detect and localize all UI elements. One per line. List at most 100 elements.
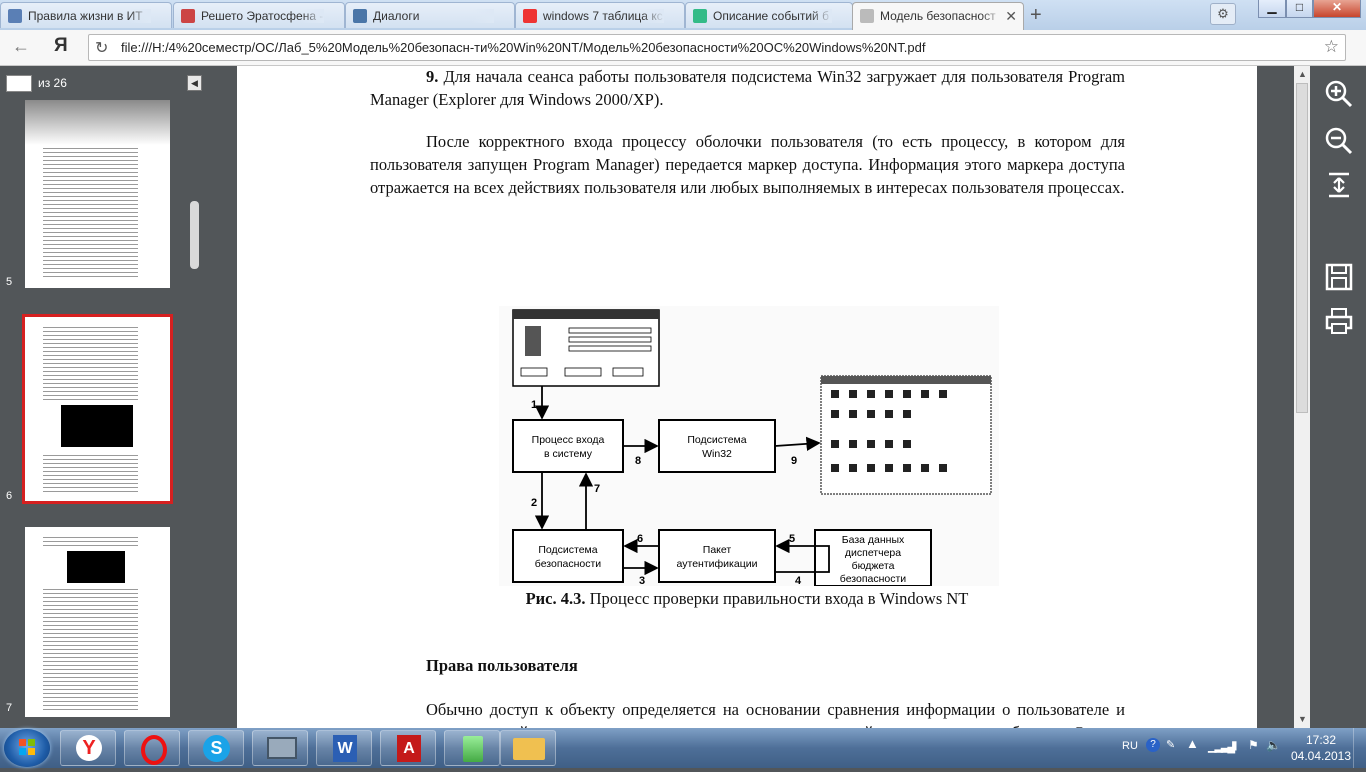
db-box-line1: База данных <box>842 534 905 546</box>
thumbnail-text-line <box>43 605 138 606</box>
thumbnail-text-line <box>43 637 138 638</box>
taskbar-yandex-browser[interactable]: Y <box>60 730 116 766</box>
clock[interactable]: 17:32 04.04.2013 <box>1286 732 1356 764</box>
print-icon[interactable] <box>1324 306 1354 336</box>
tab-title: windows 7 таблица кс <box>543 9 664 23</box>
reload-icon[interactable]: ↻ <box>95 40 109 57</box>
thumbnail-text-line <box>43 204 138 205</box>
tray-settings-icon[interactable]: ✎ <box>1166 739 1176 751</box>
thumbnail-text-line <box>43 256 138 257</box>
thumbnail-text-line <box>43 681 138 682</box>
arrow-label-7: 7 <box>594 483 600 495</box>
auth-package-box <box>658 529 776 583</box>
close-tab-icon[interactable]: ✕ <box>1005 8 1017 24</box>
computer-network-icon <box>267 737 297 759</box>
fit-page-icon[interactable] <box>1324 170 1354 200</box>
zoom-in-icon[interactable] <box>1324 79 1354 109</box>
thumbnail-text-line <box>43 617 138 618</box>
document-scrollbar[interactable]: ▲ ▼ <box>1294 66 1310 728</box>
bookmark-star-icon[interactable]: ☆ <box>1323 37 1339 56</box>
figure-caption: Рис. 4.3. Процесс проверки правильности … <box>437 589 1057 609</box>
back-arrow-icon[interactable]: ← <box>12 36 30 56</box>
taskbar-opera[interactable] <box>124 730 180 766</box>
tab-model-active[interactable]: Модель безопасност ✕ <box>852 2 1024 30</box>
program-manager-image <box>820 375 992 495</box>
start-button[interactable] <box>4 729 50 767</box>
thumbnail-page-5[interactable] <box>25 100 170 288</box>
thumbnail-text-line <box>43 383 138 384</box>
scroll-down-icon[interactable]: ▼ <box>1298 714 1307 724</box>
thumbnail-text-line <box>43 701 138 702</box>
page-number-input[interactable] <box>6 75 32 92</box>
help-icon[interactable]: ? <box>1146 738 1160 752</box>
program-icon <box>939 390 947 398</box>
save-icon[interactable] <box>1324 262 1354 292</box>
recycle-bin-icon <box>463 736 483 762</box>
db-box-line2: диспетчера <box>845 547 901 559</box>
program-icon <box>849 440 857 448</box>
taskbar-explorer[interactable] <box>500 730 556 766</box>
arrow-label-3: 3 <box>639 575 645 586</box>
arrow-label-4: 4 <box>795 575 802 586</box>
thumbnail-text-line <box>43 685 138 686</box>
address-bar[interactable]: ↻ file:///H:/4%20семестр/ОС/Лаб_5%20Моде… <box>88 34 1346 61</box>
win32-subsystem-box <box>658 419 776 473</box>
thumbnail-text-line <box>43 371 138 372</box>
collapse-sidebar-icon[interactable]: ◀ <box>187 75 202 91</box>
thumbnail-text-line <box>43 689 138 690</box>
pdf-tools-column <box>1310 66 1366 728</box>
taskbar-skype[interactable]: S <box>188 730 244 766</box>
scroll-up-icon[interactable]: ▲ <box>1298 69 1307 79</box>
language-indicator[interactable]: RU <box>1122 740 1138 752</box>
win32-box-line2: Win32 <box>702 448 732 460</box>
zoom-out-icon[interactable] <box>1324 126 1354 156</box>
taskbar-green-app[interactable] <box>444 730 500 766</box>
volume-icon[interactable]: 🔈 <box>1266 738 1281 752</box>
taskbar-word[interactable]: W <box>316 730 372 766</box>
thumbnail-text-line <box>43 669 138 670</box>
thumbnail-text-line <box>43 196 138 197</box>
tab-pravila[interactable]: Правила жизни в ИТ <box>0 2 172 28</box>
maximize-button[interactable]: □ <box>1286 0 1313 18</box>
login-process-box <box>512 419 624 473</box>
yandex-button[interactable]: Я <box>54 35 68 56</box>
thumbnail-text-line <box>43 331 138 332</box>
pdf-document-view: 9. Для начала сеанса работы пользователя… <box>213 66 1294 728</box>
program-icon <box>885 390 893 398</box>
show-hidden-icons-icon[interactable]: ▲ <box>1186 736 1199 751</box>
tab-windows7[interactable]: windows 7 таблица кс <box>515 2 685 28</box>
thumbnail-page-7[interactable] <box>25 527 170 717</box>
scroll-thumb[interactable] <box>1296 83 1308 413</box>
tab-resheto[interactable]: Решето Эратосфена - <box>173 2 345 28</box>
taskbar-acrobat[interactable]: A <box>380 730 436 766</box>
close-window-button[interactable]: ✕ <box>1313 0 1361 18</box>
tab-opisanie[interactable]: Описание событий б <box>685 2 853 28</box>
settings-gear-icon[interactable]: ⚙ <box>1210 3 1236 25</box>
thumbnail-page-6[interactable] <box>22 314 173 504</box>
favicon-icon <box>693 9 707 23</box>
signal-bars-icon[interactable]: ▁▂▃▄ <box>1208 741 1235 753</box>
pdf-page: 9. Для начала сеанса работы пользователя… <box>237 66 1257 728</box>
address-toolbar: ← Я ↻ file:///H:/4%20семестр/ОС/Лаб_5%20… <box>0 30 1366 66</box>
show-desktop-button[interactable] <box>1353 728 1366 768</box>
thumbnail-text-line <box>43 220 138 221</box>
thumbnail-text-line <box>43 653 138 654</box>
battery-icon[interactable]: ▮ <box>1231 738 1238 752</box>
thumbnail-text-line <box>43 148 138 149</box>
paragraph-user-rights: Обычно доступ к объекту определяется на … <box>370 700 1125 728</box>
tab-dialogi[interactable]: Диалоги <box>345 2 515 28</box>
thumbnail-text-line <box>43 272 138 273</box>
thumbnail-text-line <box>43 467 138 468</box>
thumbnail-text-line <box>43 645 138 646</box>
url-text[interactable]: file:///H:/4%20семестр/ОС/Лаб_5%20Модель… <box>121 40 926 55</box>
new-tab-button[interactable]: + <box>1030 4 1042 26</box>
program-icon <box>831 440 839 448</box>
thumbnail-text-line <box>43 335 138 336</box>
paragraph-text: Для начала сеанса работы пользователя по… <box>370 67 1126 109</box>
sidebar-scrollbar[interactable] <box>190 201 199 269</box>
flag-icon[interactable]: ⚑ <box>1248 738 1259 752</box>
taskbar-network-app[interactable] <box>252 730 308 766</box>
thumbnail-text-line <box>43 597 138 598</box>
thumbnail-text-line <box>43 168 138 169</box>
minimize-button[interactable]: ▁ <box>1258 0 1286 18</box>
